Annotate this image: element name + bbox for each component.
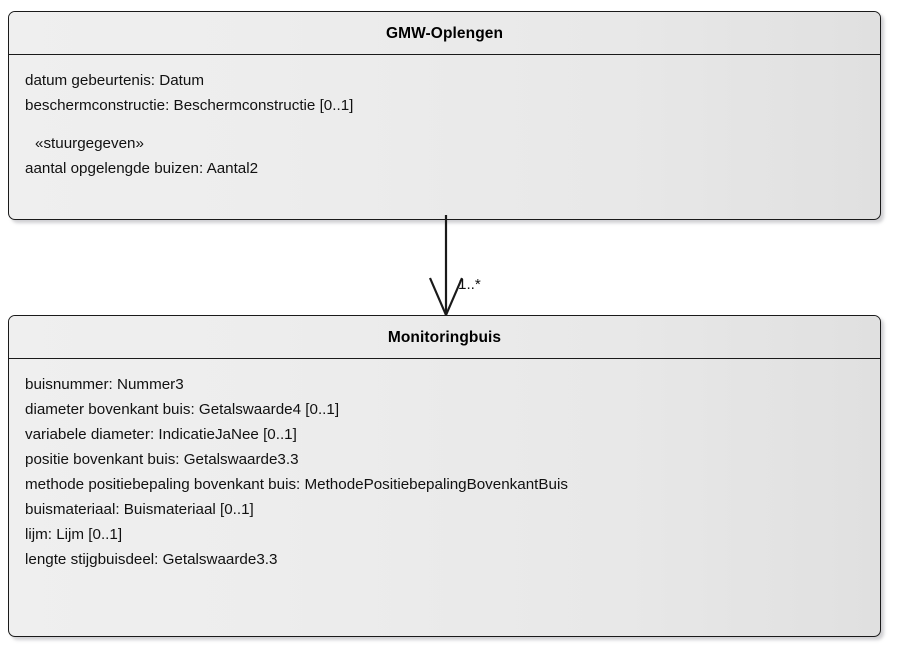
attribute-stereotype: «stuurgegeven» — [35, 135, 144, 152]
attribute-row: datum gebeurtenis: Datum — [25, 72, 204, 89]
attribute-row: diameter bovenkant buis: Getalswaarde4 [… — [25, 401, 340, 418]
class-attributes-monitoringbuis: buisnummer: Nummer3 diameter bovenkant b… — [9, 359, 880, 582]
association-connector-gmw-oplengen-to-monitoringbuis — [428, 215, 464, 318]
attribute-row: buismateriaal: Buismateriaal [0..1] — [25, 501, 254, 518]
attribute-row: aantal opgelengde buizen: Aantal2 — [25, 160, 259, 177]
attribute-row: lijm: Lijm [0..1] — [25, 526, 123, 543]
class-name-gmw-oplengen: GMW-Oplengen — [9, 12, 880, 55]
class-attributes-gmw-oplengen: datum gebeurtenis: Datum beschermconstru… — [9, 55, 880, 191]
attribute-row: methode positiebepaling bovenkant buis: … — [25, 476, 568, 493]
attribute-row: buisnummer: Nummer3 — [25, 376, 184, 393]
association-multiplicity-label: 1..* — [458, 276, 481, 293]
class-box-monitoringbuis[interactable]: Monitoringbuis buisnummer: Nummer3 diame… — [8, 315, 881, 637]
class-name-monitoringbuis: Monitoringbuis — [9, 316, 880, 359]
attribute-row: beschermconstructie: Beschermconstructie… — [25, 97, 354, 114]
attribute-row: variabele diameter: IndicatieJaNee [0..1… — [25, 426, 297, 443]
class-box-gmw-oplengen[interactable]: GMW-Oplengen datum gebeurtenis: Datum be… — [8, 11, 881, 220]
attribute-row: lengte stijgbuisdeel: Getalswaarde3.3 — [25, 551, 278, 568]
attribute-row: positie bovenkant buis: Getalswaarde3.3 — [25, 451, 299, 468]
